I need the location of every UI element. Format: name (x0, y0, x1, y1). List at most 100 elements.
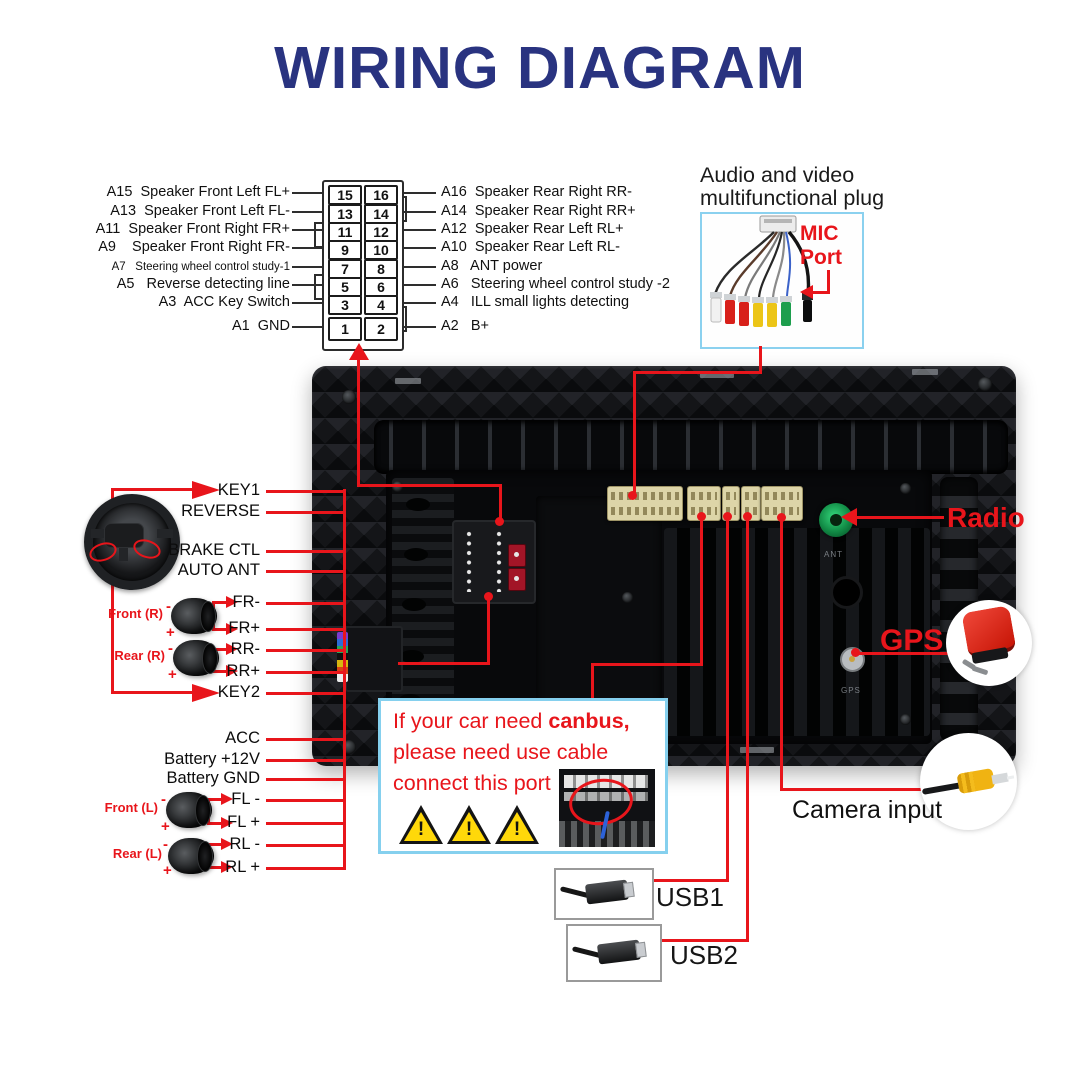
red-wire-line (858, 652, 948, 655)
red-bracket (212, 628, 226, 631)
harness-label-fl-plus: FL + (227, 813, 260, 831)
arrow-icon (221, 793, 233, 805)
red-wire-line (266, 844, 344, 847)
camera-input-label: Camera input (792, 796, 943, 824)
pin-label-a16: A16 Speaker Rear Right RR- (441, 184, 632, 200)
power-connector-socket (607, 486, 683, 521)
gps-label: GPS (880, 624, 944, 657)
pin-cell-12: 12 (364, 222, 398, 242)
wheel-spoke (91, 529, 107, 538)
canbus-text-line3: connect this port (393, 771, 551, 795)
mic-port-label-line1: MIC (800, 222, 839, 245)
pin-label-a1: A1 GND (231, 318, 290, 334)
red-wire-line (266, 778, 344, 781)
plus-sign: + (163, 862, 172, 879)
red-wire-line (591, 663, 703, 666)
red-wire-line (111, 489, 114, 694)
vent-oval (402, 598, 426, 611)
tick-line (401, 284, 436, 286)
gps-antenna-cable (971, 665, 989, 676)
wire-junction-dot (495, 517, 504, 526)
canbus-text-line2: please need use cable (393, 740, 609, 764)
tick-line (401, 229, 436, 231)
pin-cell-10: 10 (364, 240, 398, 260)
usb-connector-icon (596, 939, 642, 965)
red-bracket (212, 670, 226, 673)
screw-icon (622, 592, 633, 603)
socket-pins (494, 530, 504, 592)
tick-line (292, 326, 322, 328)
red-wire-line (357, 484, 502, 487)
red-wire-line (700, 516, 703, 666)
page-title: WIRING DIAGRAM (274, 35, 806, 101)
pin-label-a8: A8 ANT power (441, 258, 543, 274)
arrow-icon (226, 665, 238, 677)
pin-cell-14: 14 (364, 204, 398, 224)
pin-cell-7: 7 (328, 259, 362, 279)
pin-cell-2: 2 (364, 317, 398, 341)
speaker-plug-icon (168, 838, 214, 874)
pin-label-a14: A14 Speaker Rear Right RR+ (441, 203, 636, 219)
canbus-text-line1: If your car need canbus, (393, 709, 630, 734)
tick-line (292, 284, 322, 286)
camera-plug-inset (920, 733, 1017, 830)
wheel-spoke (157, 529, 173, 538)
red-wire-line (658, 939, 749, 942)
tick-line (401, 211, 436, 213)
speaker-label-rear-l: Rear (L) (112, 846, 162, 861)
steering-wheel-icon (84, 494, 180, 590)
red-wire-line (266, 490, 344, 493)
screw-icon (900, 714, 911, 725)
mic-port-label-line2: Port (800, 246, 842, 269)
speaker-plug-icon (171, 598, 217, 634)
pin-label-a4: A4 ILL small lights detecting (441, 294, 630, 310)
gps-port-text: GPS (841, 686, 861, 695)
red-wire-line (591, 663, 594, 700)
pin-label-a11: A11 Speaker Front Right FR+ (95, 221, 290, 237)
canbus-port-photo (559, 769, 655, 847)
unit-round-hole (830, 576, 863, 609)
usb2-label: USB2 (670, 940, 738, 970)
pin-label-a2: A2 B+ (441, 318, 489, 334)
tick-line (292, 229, 322, 231)
pin-label-a7: A7 Steering wheel control study-1 (111, 261, 290, 273)
audio-plug-title-line1: Audio and video (700, 163, 855, 187)
harness-label-rr-plus: RR+ (226, 662, 260, 680)
speaker-label-front-l: Front (L) (104, 800, 158, 815)
speaker-label-front-r: Front (R) (108, 606, 163, 621)
red-wire-line (266, 822, 344, 825)
red-bracket (207, 843, 221, 846)
minus-sign: - (161, 791, 166, 808)
red-wire-line (266, 671, 344, 674)
arrow-icon (221, 861, 233, 873)
harness-label-battery-gnd: Battery GND (166, 769, 260, 787)
red-wire-line (266, 649, 344, 652)
usb1-label: USB1 (656, 882, 724, 912)
arrow-icon (221, 838, 233, 850)
speaker-label-rear-r: Rear (R) (114, 648, 165, 663)
pin-label-a10: A10 Speaker Rear Left RL- (441, 239, 620, 255)
plus-sign: + (168, 666, 177, 683)
screw-icon (342, 390, 356, 404)
red-wire-line (266, 628, 344, 631)
pin-cell-8: 8 (364, 259, 398, 279)
unit-heatsink-block (536, 496, 662, 734)
mic-arrow-icon (800, 285, 813, 299)
red-wire-line (266, 759, 344, 762)
red-wire-line (780, 517, 783, 791)
harness-label-battery-12v: Battery +12V (164, 750, 260, 768)
red-wire-line (746, 516, 749, 942)
pin-label-a3: A3 ACC Key Switch (158, 294, 290, 310)
fuse-icon (508, 544, 526, 567)
photo-fins (559, 821, 655, 847)
vent-oval (404, 548, 428, 561)
red-wire-line (856, 516, 944, 519)
red-wire-line (633, 371, 636, 496)
radio-arrow-icon (841, 508, 857, 526)
ant-port-text: ANT (824, 550, 843, 559)
pin-cell-6: 6 (364, 277, 398, 297)
vent-oval (400, 650, 424, 663)
key2-arrow-icon (192, 684, 220, 702)
red-wire-line (266, 511, 344, 514)
